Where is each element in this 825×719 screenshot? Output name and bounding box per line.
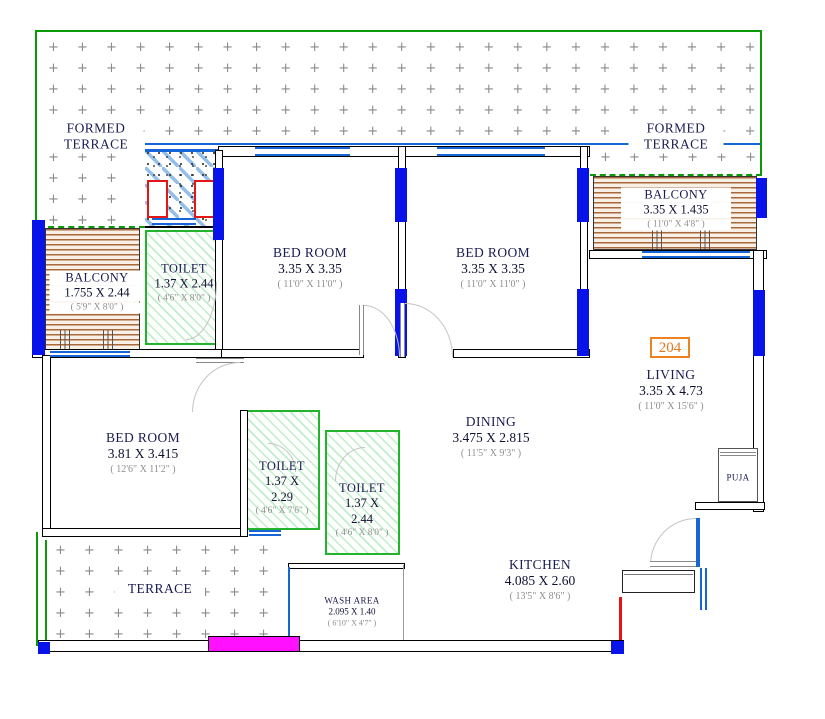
room-label-bed-room-3: BED ROOM 3.81 X 3.415 ( 12'6" X 11'2" )	[105, 429, 181, 475]
room-label-toilet-mid-right: TOILET 1.37 X 2.44 ( 4'6" X 8'0" )	[335, 480, 389, 538]
terrace-boundary-bottom-left-outer	[36, 532, 38, 646]
main-door-threshold	[208, 636, 300, 652]
wall	[453, 349, 590, 358]
room-label-toilet-top: TOILET 1.37 X 2.44 ( 4'6" X 8'0" )	[154, 261, 214, 303]
terrace-dashed-edge-right	[590, 174, 762, 176]
puja-niche	[718, 448, 758, 502]
column	[38, 642, 50, 654]
wash-area-partition	[288, 567, 290, 640]
door-leaf	[196, 358, 244, 363]
window	[50, 351, 130, 357]
wall	[753, 250, 764, 512]
terrace-dashed-edge-left	[38, 226, 145, 228]
room-label-balcony-left: BALCONY 1.755 X 2.44 ( 5'9" X 8'0" )	[49, 270, 145, 314]
unit-number: 204	[658, 340, 682, 356]
entrance-door-jamb	[696, 518, 700, 567]
room-label-dining: DINING 3.475 X 2.815 ( 11'5" X 9'3" )	[452, 413, 530, 459]
terrace-boundary-right	[760, 30, 762, 176]
room-label-toilet-mid-left: TOILET 1.37 X 2.29 ( 4'6" X 7'6" )	[255, 458, 309, 516]
balcony-railing-post	[700, 228, 710, 249]
room-label-bed-room-1: BED ROOM 3.35 X 3.35 ( 11'0" X 11'0" )	[272, 244, 348, 290]
balcony-railing-post	[103, 330, 113, 351]
terrace-boundary-top	[35, 30, 762, 32]
wall	[240, 410, 248, 537]
refrigerator-space-line	[619, 597, 622, 640]
window	[249, 530, 281, 536]
wall	[288, 563, 405, 569]
puja-shelf-line	[720, 452, 756, 456]
wall	[695, 502, 765, 510]
window	[700, 568, 707, 610]
room-label-formed-terrace-left: FORMED TERRACE	[48, 120, 144, 154]
balcony-railing-post	[652, 228, 662, 249]
window	[437, 147, 545, 156]
shaft-sill-bottom	[152, 218, 196, 225]
balcony-railing-post	[60, 330, 70, 351]
entrance-door-leaf	[650, 561, 696, 567]
terrace-hatch-top-left: + + + + + + + + + + + + + + + + + + + + …	[48, 150, 117, 226]
shaft-duct-left	[147, 180, 168, 218]
column	[577, 289, 589, 356]
shaft-bottom-wall	[145, 226, 222, 228]
terrace-boundary-left	[35, 30, 37, 228]
terrace-hatch-top: + + + + + + + + + + + + + + + + + + + + …	[48, 40, 756, 139]
terrace-boundary-bottom-left-inner	[45, 540, 47, 640]
room-label-kitchen: KITCHEN 4.085 X 2.60 ( 13'5" X 8'6" )	[504, 556, 576, 602]
entrance-door-swing-arc	[650, 518, 696, 565]
column	[32, 220, 45, 355]
column	[395, 168, 407, 222]
column	[577, 168, 589, 222]
room-label-balcony-right: BALCONY 3.35 X 1.435 ( 11'0" X 4'8" )	[621, 187, 731, 231]
room-label-formed-terrace-right: FORMED TERRACE	[628, 120, 724, 154]
window	[642, 251, 750, 258]
wall	[42, 355, 51, 537]
column	[753, 290, 765, 356]
kitchen-divider-line	[403, 565, 404, 640]
column	[756, 178, 767, 218]
room-label-wash-area: WASH AREA 2.095 X 1.40 ( 6'10" X 4'7" )	[324, 595, 380, 628]
shaft-sill-top	[145, 149, 222, 152]
door-swing-arc	[192, 362, 240, 412]
window	[255, 147, 350, 156]
terrace-sill-line	[145, 143, 760, 145]
wall	[42, 528, 248, 537]
room-label-living: LIVING 3.35 X 4.73 ( 11'0" X 15'6" )	[638, 366, 704, 412]
room-label-terrace-bottom: TERRACE	[115, 580, 205, 598]
room-label-puja: PUJA	[726, 472, 750, 483]
wall	[398, 146, 406, 358]
column	[611, 641, 624, 654]
column	[213, 168, 224, 240]
kitchen-platform-edge	[624, 574, 693, 576]
unit-number-badge: 204	[650, 337, 690, 358]
door-swing-arc	[405, 303, 453, 357]
wall	[218, 349, 364, 358]
room-label-bed-room-2: BED ROOM 3.35 X 3.35 ( 11'0" X 11'0" )	[455, 244, 531, 290]
toilet-top-area	[145, 230, 222, 345]
terrace-hatch-top-right: + + + + + + + + + + + + + + + + + + + + …	[600, 150, 757, 174]
kitchen-platform	[622, 570, 695, 593]
wall	[38, 640, 624, 652]
